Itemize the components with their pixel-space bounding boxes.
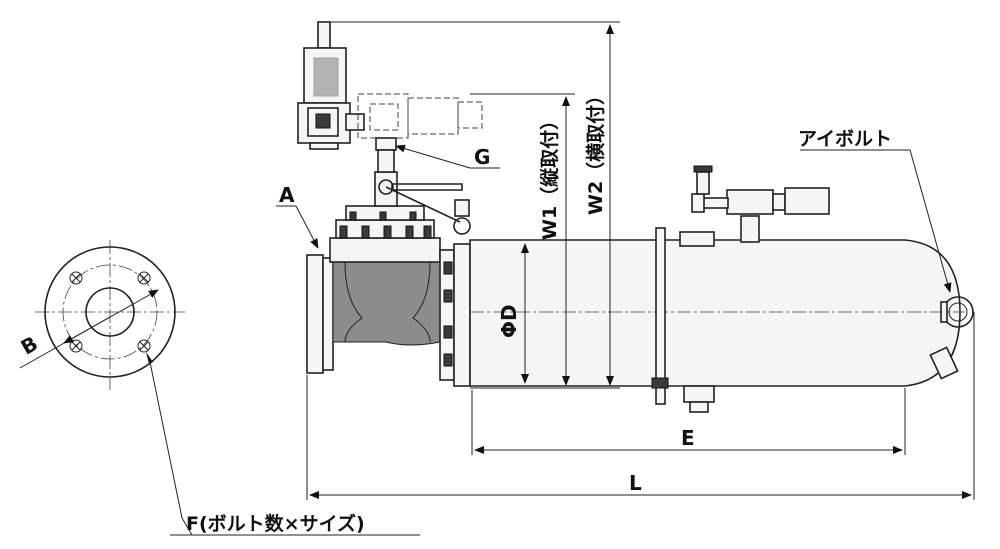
label-e: E [681,426,695,450]
bolt-hole [137,271,151,285]
bolt-hole [69,339,83,353]
label-f-bolts: F(ボルト数×サイズ) [186,512,365,535]
label-phi-d: ΦD [497,304,521,338]
flange-front-view [19,240,420,536]
actuator [297,21,483,173]
label-a: A [279,183,295,207]
bolt-hole [137,339,151,353]
bolt-hole [69,271,83,285]
label-l: L [629,471,642,495]
valve-body [306,171,471,387]
label-w1: W1（縦取付） [538,111,561,240]
label-w2: W2（横取付） [584,86,607,215]
label-b: B [17,331,42,359]
flange-bolts [443,261,453,367]
pressure-tank [469,165,974,413]
bonnet-bolts [339,211,432,239]
label-g: G [474,145,490,169]
label-eyebolt: アイボルト [798,128,892,150]
dimension-lines [276,21,975,500]
